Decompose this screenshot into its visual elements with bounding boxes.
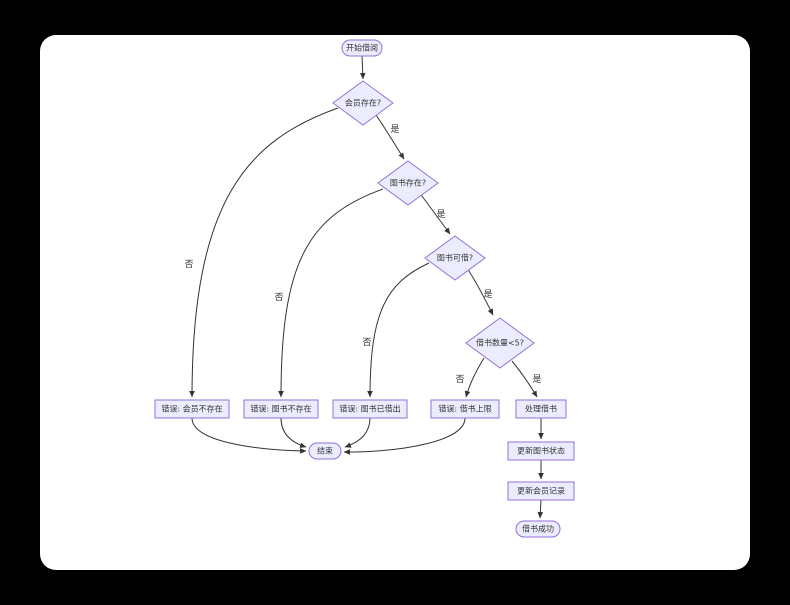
edge-label-yes: 是 [390, 124, 399, 135]
edge-count-errlimit-no [464, 357, 485, 398]
node-book-check: 图书存在? [377, 160, 439, 206]
rect-shape [332, 399, 408, 419]
edge-book-avail-yes [418, 191, 451, 235]
edge-label-yes: 是 [532, 374, 541, 385]
node-end: 结束 [308, 442, 342, 460]
edge-book-errbook-no [278, 188, 384, 398]
node-label: 错误: 图书不存在 [250, 404, 311, 414]
flowchart-edges [189, 55, 544, 519]
diamond-shape [377, 160, 439, 206]
node-avail-check: 图书可借? [424, 235, 486, 281]
node-label: 会员存在? [345, 98, 381, 108]
node-start: 开始借阅 [341, 39, 383, 57]
node-label: 更新会员记录 [517, 486, 565, 496]
stadium-shape [341, 39, 383, 57]
node-error-limit: 错误: 借书上限 [430, 399, 500, 419]
edge-label-no: 否 [184, 259, 193, 270]
edge-label-yes: 是 [436, 209, 445, 220]
stadium-shape [308, 442, 342, 460]
edge-errborrowed-end [344, 417, 371, 448]
node-label: 更新图书状态 [517, 446, 565, 456]
diagram-canvas-card [40, 35, 750, 570]
flowchart-edge-labels: 是 是 是 是 否 否 否 否 [184, 124, 541, 385]
edge-avail-errborrowed-no [367, 262, 430, 398]
node-label: 错误: 图书已借出 [339, 404, 400, 414]
diamond-shape [332, 80, 394, 126]
node-member-check: 会员存在? [332, 80, 394, 126]
edge-label-no: 否 [362, 337, 371, 348]
rect-shape [154, 399, 230, 419]
node-label: 错误: 借书上限 [438, 404, 491, 414]
edge-errbook-end [280, 417, 307, 448]
node-label: 图书存在? [390, 178, 426, 188]
node-label: 图书可借? [437, 253, 473, 263]
edge-label-yes: 是 [483, 289, 492, 300]
edge-member-errmember-no [189, 107, 339, 398]
node-error-member: 错误: 会员不存在 [154, 399, 230, 419]
edge-errlimit-end [343, 417, 466, 455]
rect-shape [507, 481, 575, 501]
edge-updatemember-success [537, 499, 544, 519]
node-count-check: 借书数量<5? [465, 317, 535, 369]
node-update-book: 更新图书状态 [507, 441, 575, 461]
node-success: 借书成功 [515, 520, 561, 538]
rect-shape [507, 441, 575, 461]
flowchart-nodes: 开始借阅 会员存在? 图书存在? 图书可借? 借书数量<5? 处理借书 [154, 39, 575, 538]
node-label: 错误: 会员不存在 [161, 404, 222, 414]
rect-shape [515, 399, 567, 419]
node-label: 开始借阅 [346, 43, 378, 53]
edge-label-no: 否 [274, 292, 283, 303]
node-update-member: 更新会员记录 [507, 481, 575, 501]
diamond-shape [424, 235, 486, 281]
edge-count-process-yes [511, 360, 538, 398]
edge-member-book-yes [373, 111, 405, 160]
rect-shape [243, 399, 319, 419]
node-error-borrowed: 错误: 图书已借出 [332, 399, 408, 419]
node-label: 结束 [317, 446, 333, 456]
edge-label-no: 否 [455, 374, 464, 385]
edge-errmember-end [191, 417, 307, 454]
edge-avail-count-yes [466, 267, 494, 316]
node-label: 借书成功 [522, 524, 554, 534]
node-error-book: 错误: 图书不存在 [243, 399, 319, 419]
node-label: 借书数量<5? [476, 338, 524, 348]
stadium-shape [515, 520, 561, 538]
edge-start-member [359, 55, 366, 80]
node-label: 处理借书 [525, 404, 557, 414]
rect-shape [430, 399, 500, 419]
node-process: 处理借书 [515, 399, 567, 419]
diamond-shape [465, 317, 535, 369]
